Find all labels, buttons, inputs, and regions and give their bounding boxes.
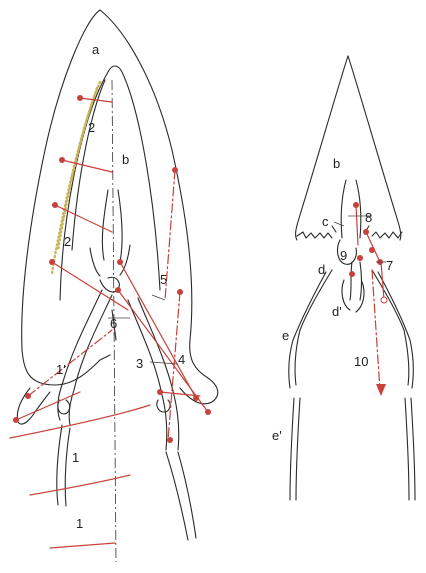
red-line-d xyxy=(52,262,128,310)
left-inner-arch xyxy=(60,66,160,300)
red-dot xyxy=(193,395,199,401)
right-red-arrowhead xyxy=(376,384,386,396)
red-dot xyxy=(369,247,375,253)
left-claw xyxy=(17,388,50,424)
right-red-arrow-shaft xyxy=(372,270,380,390)
label-2-top: 2 xyxy=(88,120,95,135)
red-dot xyxy=(349,271,355,277)
label-1-a: 1 xyxy=(72,450,79,465)
red-dot xyxy=(353,202,359,208)
label-8: 8 xyxy=(365,210,372,225)
right-central-rod xyxy=(341,180,361,238)
label-3: 3 xyxy=(136,356,143,371)
label-c: c xyxy=(322,214,329,229)
red-dot xyxy=(115,287,121,293)
label-9: 9 xyxy=(340,248,347,263)
label-6: 6 xyxy=(110,316,117,331)
red-dot xyxy=(177,289,183,295)
label-5: 5 xyxy=(160,272,167,287)
red-line-b xyxy=(62,160,112,172)
right-figure: b c 8 9 d 7 d' e 10 e' xyxy=(272,56,415,500)
right-serration-right xyxy=(372,232,402,238)
red-dot xyxy=(25,393,31,399)
left-stipple-1 xyxy=(52,82,100,275)
right-bracket-c xyxy=(334,222,344,226)
red-dot xyxy=(167,437,173,443)
left-spine-upper xyxy=(102,190,122,262)
label-d-prime: d' xyxy=(332,304,342,319)
right-red-line-3 xyxy=(381,262,384,300)
label-b: b xyxy=(122,152,129,167)
label-d: d xyxy=(318,262,325,277)
label-right-b: b xyxy=(333,156,340,171)
right-open-dot xyxy=(381,297,387,303)
left-stipple-2 xyxy=(58,88,97,250)
right-arm-right xyxy=(372,270,413,388)
left-spine-piece xyxy=(90,245,130,276)
red-line-a xyxy=(80,98,112,102)
right-lower-right xyxy=(405,398,415,500)
label-a: a xyxy=(92,42,100,57)
label-1-b: 1 xyxy=(76,516,83,531)
red-dot xyxy=(357,255,363,261)
red-dot xyxy=(157,389,163,395)
red-dot xyxy=(52,202,58,208)
red-dot xyxy=(205,409,211,415)
red-dot xyxy=(59,157,65,163)
label-e: e xyxy=(282,328,289,343)
left-inner-arch-2 xyxy=(72,80,105,250)
red-line-f xyxy=(118,290,208,412)
red-dot xyxy=(77,95,83,101)
left-lower-bone-1 xyxy=(57,425,70,506)
left-lower-bone-2 xyxy=(166,452,196,540)
label-7: 7 xyxy=(386,258,393,273)
red-dash-3 xyxy=(28,330,112,396)
right-triangle-outline xyxy=(296,56,401,240)
red-arc-1 xyxy=(10,405,150,438)
label-2-mid: 2 xyxy=(64,234,71,249)
label-10: 10 xyxy=(354,354,368,369)
red-dot xyxy=(49,259,55,265)
red-dot xyxy=(172,167,178,173)
label-1-prime: 1' xyxy=(56,362,66,377)
right-red-line-2 xyxy=(366,232,380,262)
red-dot xyxy=(117,259,123,265)
label-e-prime: e' xyxy=(272,428,282,443)
red-dot xyxy=(13,417,19,423)
right-serration-left xyxy=(297,232,332,238)
right-red-line-1 xyxy=(356,205,358,245)
right-arm-left xyxy=(289,270,332,388)
right-lower-left xyxy=(290,398,300,500)
left-joint-shapes xyxy=(58,400,170,414)
red-arc-3 xyxy=(50,543,115,548)
bracket-5 xyxy=(152,295,165,300)
label-4: 4 xyxy=(178,352,185,367)
red-dot xyxy=(363,229,369,235)
left-figure: a b 2 2 5 6 1' 3 4 1 1 xyxy=(10,10,218,562)
